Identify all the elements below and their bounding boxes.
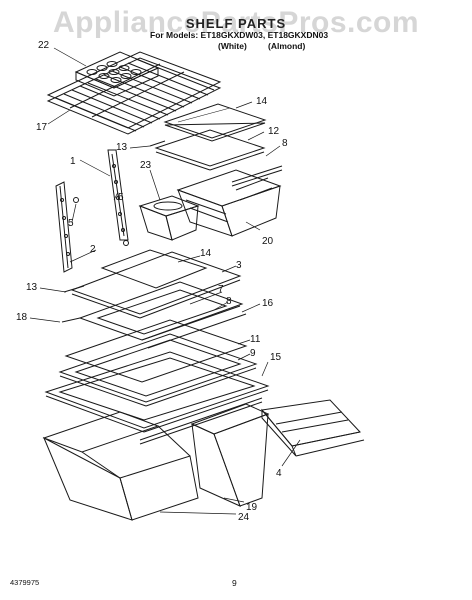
- callout-20: 20: [262, 236, 274, 247]
- wire-shelf: [48, 52, 220, 134]
- diagram-title: SHELF PARTS: [185, 16, 287, 31]
- callout-4: 4: [276, 468, 282, 479]
- meat-pan: [178, 166, 282, 236]
- callout-12: 12: [268, 126, 280, 137]
- crisper-drawers: [44, 404, 268, 520]
- crisper-cover: [60, 320, 256, 406]
- callout-24: 24: [238, 512, 250, 523]
- watermark: AppliancePartsPros.com: [52, 6, 420, 39]
- callout-1: 1: [70, 156, 76, 167]
- leader-lines: [30, 48, 300, 514]
- callout-19: 19: [246, 502, 258, 513]
- callout-15: 15: [270, 352, 282, 363]
- callout-16: 16: [262, 298, 274, 309]
- upper-glass-shelf: [150, 104, 265, 170]
- small-bin: [140, 196, 198, 240]
- egg-tray: [76, 52, 158, 96]
- shelf-rails: [56, 150, 129, 272]
- document-number: 4379975: [10, 578, 40, 587]
- callout-22: 22: [38, 40, 50, 51]
- callout-2: 2: [90, 244, 96, 255]
- callout-5-lower: 5: [68, 218, 74, 229]
- callout-14-middle: 14: [200, 248, 212, 259]
- callout-8-top: 8: [282, 138, 288, 149]
- model-numbers: For Models: ET18GKXDW03, ET18GKXDN03: [150, 30, 329, 40]
- callout-9: 9: [250, 348, 256, 359]
- variant-almond-label: (Almond): [268, 41, 306, 51]
- callout-17: 17: [36, 122, 48, 133]
- callout-18: 18: [16, 312, 28, 323]
- variant-white-label: (White): [218, 41, 247, 51]
- callout-23: 23: [140, 160, 152, 171]
- callout-14-top: 14: [256, 96, 268, 107]
- page-number: 9: [232, 578, 237, 588]
- callout-5-upper: 5: [118, 192, 124, 203]
- callout-7: 7: [218, 284, 224, 295]
- middle-glass-shelf: [64, 250, 240, 318]
- crisper-frame: [46, 352, 268, 444]
- callout-11: 11: [250, 334, 261, 345]
- callout-8-middle: 8: [226, 296, 232, 307]
- utility-tray: [262, 400, 364, 456]
- callout-13-top: 13: [116, 142, 128, 153]
- callout-13-middle: 13: [26, 282, 38, 293]
- callout-3: 3: [236, 260, 242, 271]
